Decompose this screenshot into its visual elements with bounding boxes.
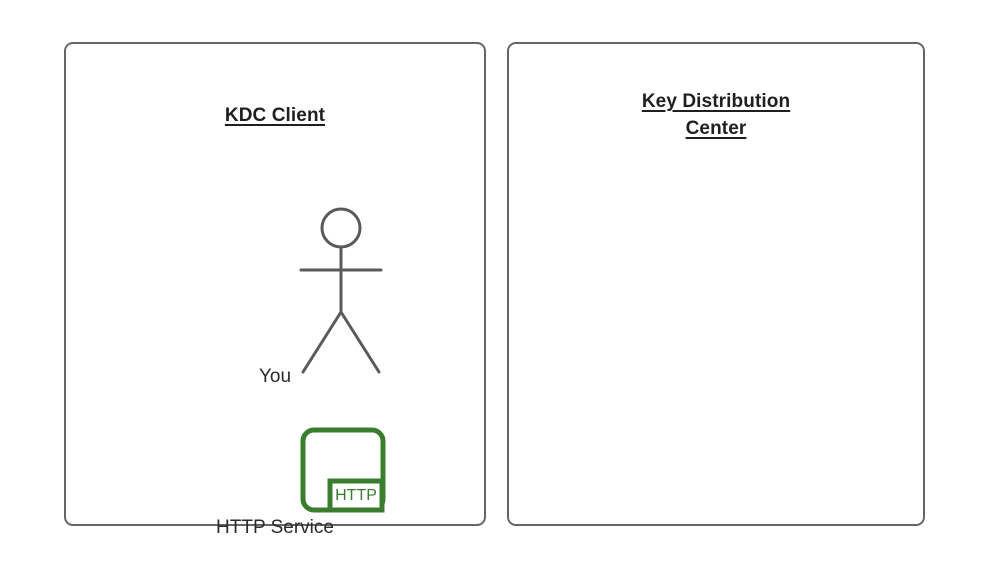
panel-kdc-title: Key Distribution Center	[509, 88, 923, 142]
service-label-http: HTTP Service	[216, 517, 334, 538]
panel-kdc-title-line1: Key Distribution	[641, 91, 791, 112]
http-service-icon: HTTP	[294, 422, 389, 514]
actor-label-you: You	[258, 366, 292, 387]
stick-figure-leg-right	[339, 310, 381, 374]
http-service-badge-box	[327, 478, 385, 513]
panel-kdc-client-title: KDC Client	[66, 102, 484, 129]
panel-key-distribution-center: Key Distribution Center Authentication S…	[507, 42, 925, 526]
panel-kdc-title-line2: Center	[685, 118, 747, 139]
stick-figure-head	[320, 207, 362, 249]
panel-kdc-client: KDC Client You HTTP HTTP Ser	[64, 42, 486, 538]
stick-figure-leg-left	[301, 310, 343, 374]
stick-figure-icon	[259, 199, 423, 384]
http-service-badge-text: HTTP	[335, 487, 377, 504]
panel-kdc-client-title-text: KDC Client	[224, 105, 326, 126]
